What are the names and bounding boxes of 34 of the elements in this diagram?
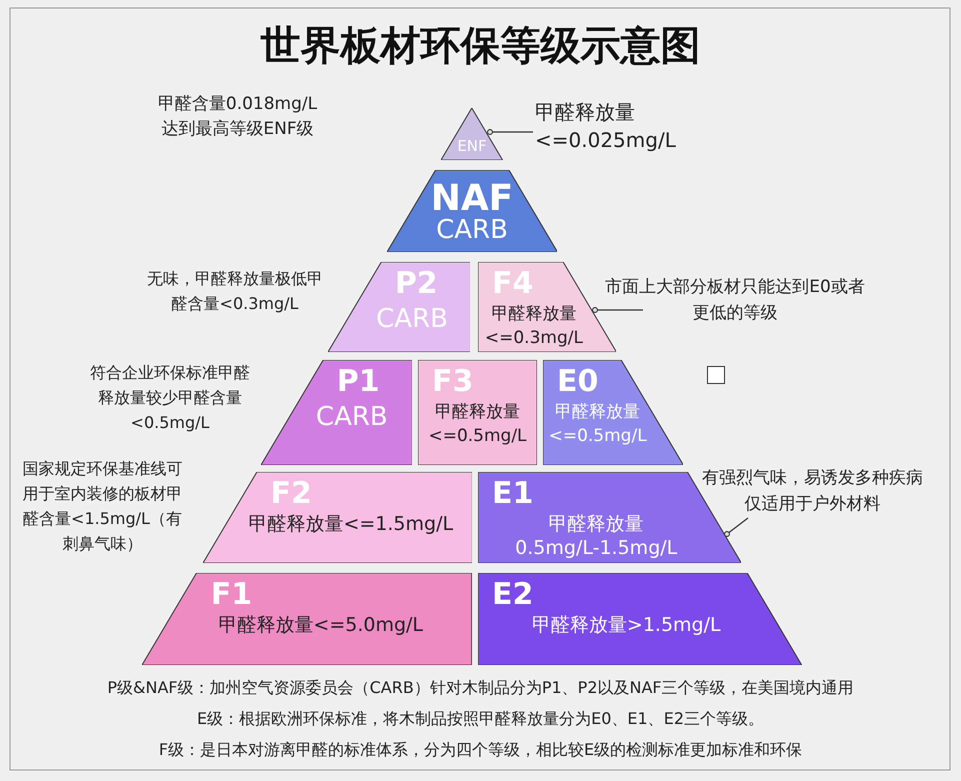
grade-label: NAF [430,180,514,218]
emission-value: 甲醛释放量<=0.5mg/L [548,401,648,448]
footnote: F级：是日本对游离甲醛的标准体系，分为四个等级，相比较E级的检测标准更加标准和环保 [158,739,804,761]
leader-line [487,129,533,135]
callout-text: 市面上大部分板材只能达到E0或者更低的等级 [600,274,870,326]
grade-label: E2 [492,579,534,611]
emission-value: 甲醛释放量<=1.5mg/L [247,512,454,536]
side-note: 符合企业环保标准甲醛释放量较少甲醛含量<0.5mg/L [90,362,250,434]
grade-label: P2 [394,268,438,300]
emission-value: 甲醛释放量<=0.5mg/L [427,401,528,448]
certification-label: CARB [314,402,389,432]
leader-line [724,518,748,537]
grade-label: ENF [456,136,488,157]
certification-label: CARB [375,304,449,334]
callout-text: 有强烈气味，易诱发多种疾病仅适用于户外材料 [700,465,925,517]
grade-label: F1 [210,579,252,611]
footnote: P级&NAF级：加州空气资源委员会（CARB）针对木制品分为P1、P2以及NAF三个等级，在美国境内通用 [106,677,855,699]
grade-label: E1 [492,478,534,510]
side-note: 甲醛含量0.018mg/L达到最高等级ENF级 [156,93,318,141]
side-note: 国家规定环保基准线可用于室内装修的板材甲醛含量<1.5mg/L（有刺鼻气味） [22,458,184,555]
emission-value: 甲醛释放量>1.5mg/L [530,613,722,637]
side-note: 无味，甲醛释放量极低甲醛含量<0.3mg/L [146,268,324,315]
footnote: E级：根据欧洲环保标准，将木制品按照甲醛释放量分为E0、E1、E2三个等级。 [196,708,765,730]
grade-label: E0 [557,366,598,398]
grade-label: F2 [270,478,312,510]
grade-label: F3 [432,366,474,398]
callout-text: 甲醛释放量<=0.025mg/L [535,98,705,154]
emission-value: 甲醛释放量<=0.3mg/L [484,303,584,350]
title: 世界板材环保等级示意图 [260,22,702,71]
leader-line [592,307,643,313]
emission-value: 甲醛释放量<=5.0mg/L [217,613,424,637]
emission-value: 甲醛释放量0.5mg/L-1.5mg/L [514,512,678,560]
grade-label: P1 [336,366,380,398]
certification-label: CARB [435,216,509,244]
